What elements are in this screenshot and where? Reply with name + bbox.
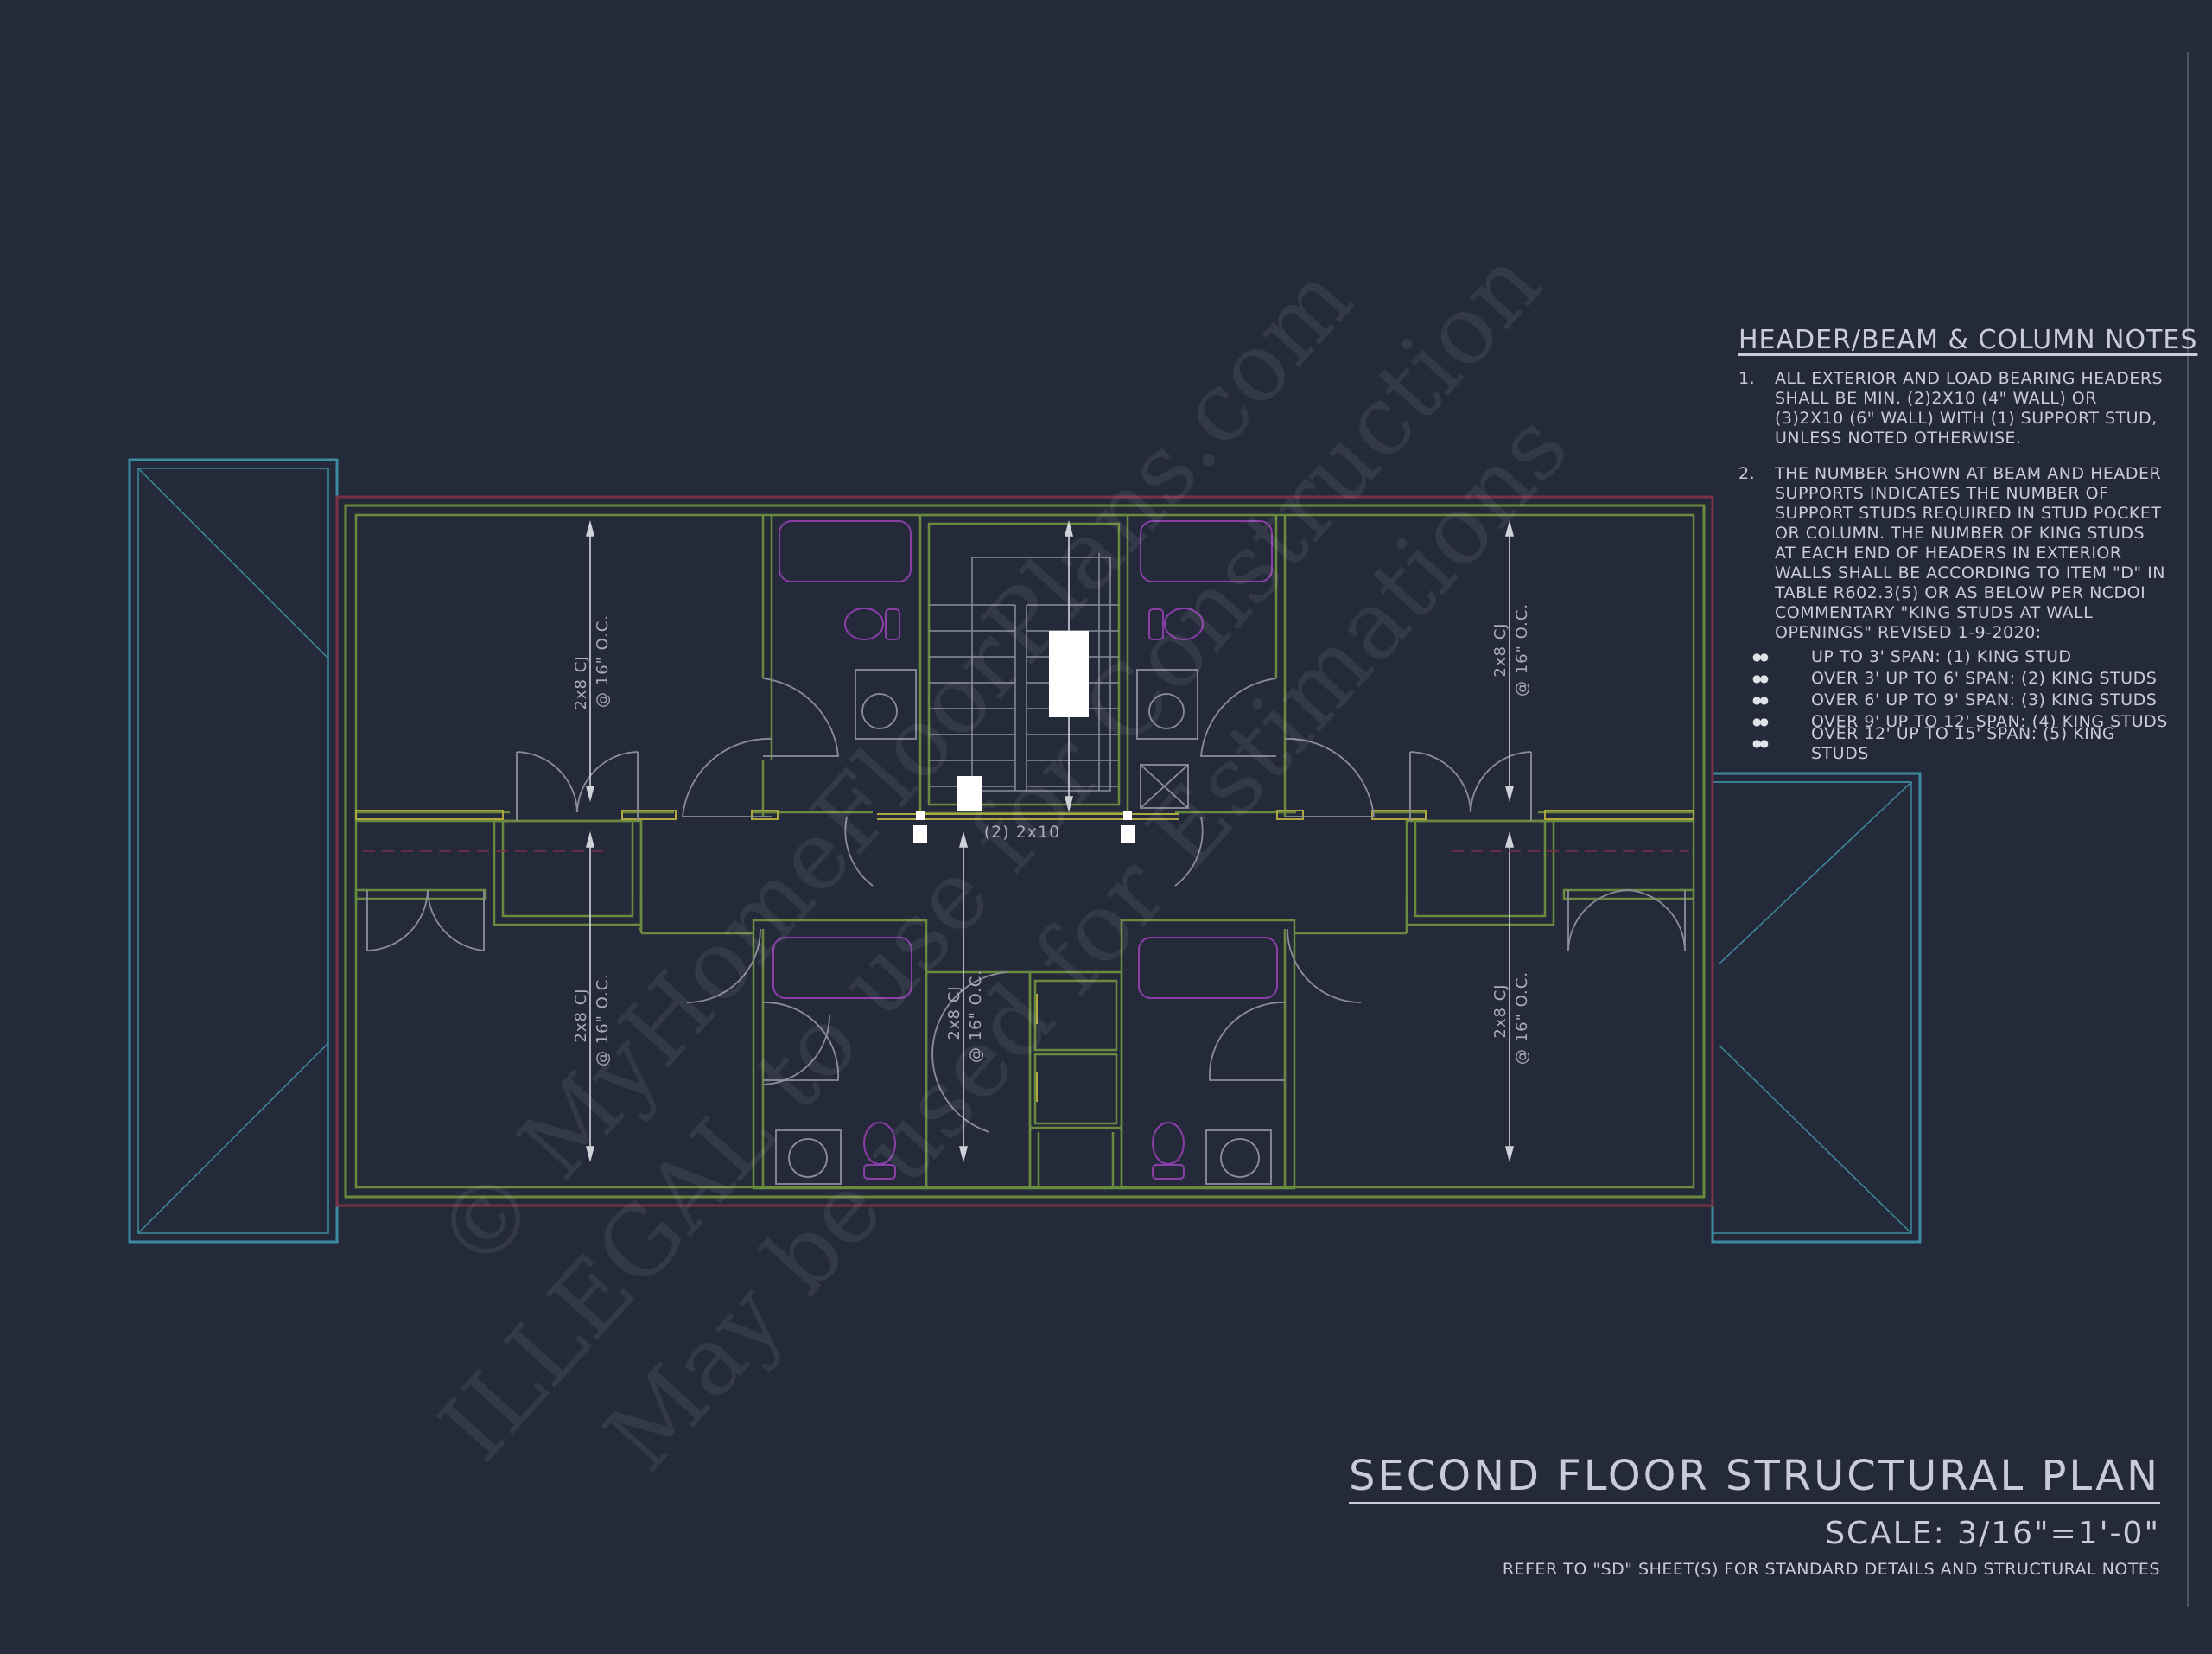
joist-spacing-bottom-left: @ 16" O.C. <box>594 973 612 1066</box>
list-item: ●● OVER 9' UP TO 12' SPAN: (4) KING STUDS <box>1738 711 2171 733</box>
notes-title: HEADER/BEAM & COLUMN NOTES <box>1738 325 2198 355</box>
header-beam-column-notes: HEADER/BEAM & COLUMN NOTES 1. ALL EXTERI… <box>1738 325 2198 763</box>
bullet-text: UP TO 3' SPAN: (1) KING STUD <box>1811 647 2072 666</box>
bullet-icon: ●● <box>1752 737 1769 749</box>
header-label: (2) 2x10 <box>984 823 1060 842</box>
note-text: THE NUMBER SHOWN AT BEAM AND HEADER SUPP… <box>1775 464 2165 642</box>
plan-title: SECOND FLOOR STRUCTURAL PLAN <box>1348 1452 2160 1504</box>
joist-label-bottom-left: 2x8 CJ <box>572 988 590 1042</box>
bullet-text: OVER 12' UP TO 15' SPAN: (5) KING STUDS <box>1811 723 2116 763</box>
note-number: 1. <box>1738 369 1756 388</box>
joist-spacing-center: @ 16" O.C. <box>967 970 985 1063</box>
joist-label-top-left: 2x8 CJ <box>572 655 590 709</box>
bullet-icon: ●● <box>1752 694 1769 706</box>
staircase <box>929 553 1119 792</box>
joist-span-arrows <box>585 519 1515 1163</box>
joist-label-center: 2x8 CJ <box>945 985 963 1040</box>
king-stud-list: ●● UP TO 3' SPAN: (1) KING STUD ●● OVER 3'… <box>1738 646 2171 763</box>
joist-spacing-top-left: @ 16" O.C. <box>594 614 612 708</box>
joist-label-bottom-right: 2x8 CJ <box>1491 983 1510 1038</box>
bullet-text: OVER 9' UP TO 12' SPAN: (4) KING STUDS <box>1811 712 2168 731</box>
joist-spacing-top-right: @ 16" O.C. <box>1513 603 1531 697</box>
interior-walls <box>354 513 1695 1190</box>
note-number: 2. <box>1738 464 1756 483</box>
joist-spacing-bottom-right: @ 16" O.C. <box>1513 971 1531 1065</box>
plan-scale: SCALE: 3/16"=1'-0" <box>1825 1516 2160 1551</box>
list-item: ●● OVER 12' UP TO 15' SPAN: (5) KING STUD… <box>1738 724 2171 763</box>
bath-fixtures <box>772 520 1278 1180</box>
plan-reference-note: REFER TO "SD" SHEET(S) FOR STANDARD DETA… <box>1502 1560 2160 1579</box>
bullet-text: OVER 3' UP TO 6' SPAN: (2) KING STUDS <box>1811 669 2158 688</box>
sinks <box>775 669 1272 1185</box>
right-porch-roof <box>1711 772 1922 1244</box>
bullet-icon: ●● <box>1752 716 1769 728</box>
bullet-text: OVER 6' UP TO 9' SPAN: (3) KING STUDS <box>1811 690 2158 709</box>
door-swings <box>366 678 1686 1133</box>
list-item: ●● OVER 6' UP TO 9' SPAN: (3) KING STUDS <box>1738 690 2171 711</box>
note-text: ALL EXTERIOR AND LOAD BEARING HEADERS SH… <box>1775 369 2164 448</box>
note-1: 1. ALL EXTERIOR AND LOAD BEARING HEADERS… <box>1738 369 2171 448</box>
left-porch-roof <box>128 458 339 1244</box>
joist-label-top-right: 2x8 CJ <box>1491 622 1510 677</box>
column-posts <box>913 631 1135 843</box>
title-block: SECOND FLOOR STRUCTURAL PLAN SCALE: 3/16… <box>1348 1452 2160 1579</box>
list-item: ●● OVER 3' UP TO 6' SPAN: (2) KING STUDS <box>1738 668 2171 690</box>
bullet-icon: ●● <box>1752 672 1769 684</box>
bullet-icon: ●● <box>1752 651 1769 663</box>
outer-wall-boundary <box>335 495 1714 1207</box>
note-2: 2. THE NUMBER SHOWN AT BEAM AND HEADER S… <box>1738 464 2171 643</box>
list-item: ●● UP TO 3' SPAN: (1) KING STUD <box>1738 646 2171 668</box>
